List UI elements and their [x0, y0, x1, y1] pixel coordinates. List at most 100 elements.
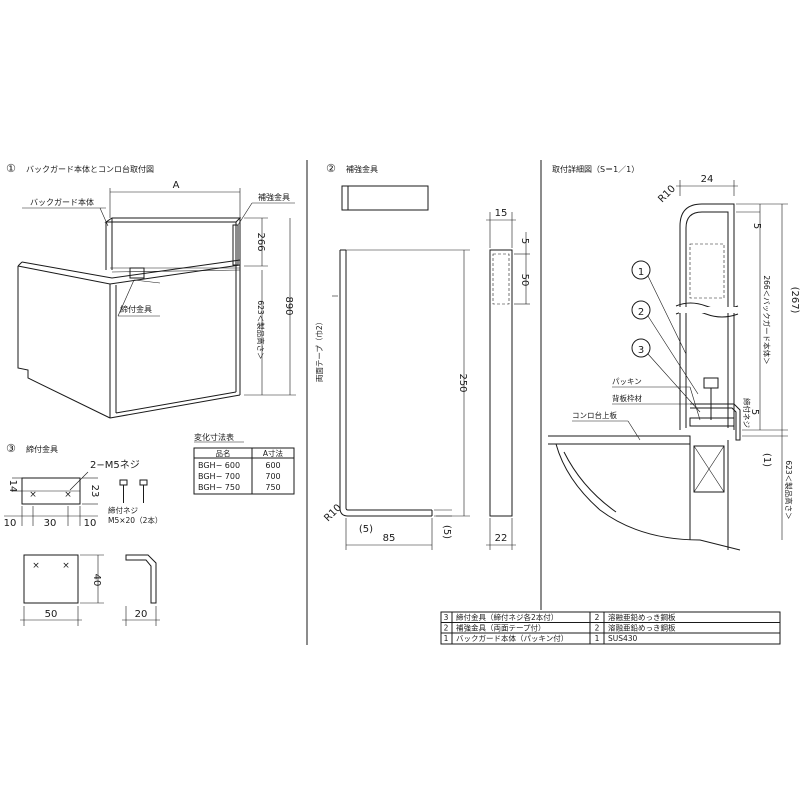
- stove-top-curve: [555, 443, 741, 551]
- dim-623-detail: 623＜製品高さ＞: [784, 460, 794, 519]
- dim-22: 22: [495, 533, 508, 544]
- label-stove-top: コンロ台上板: [572, 410, 617, 420]
- detail-screw-head: [703, 377, 719, 389]
- size-table-title: 変化寸法表: [194, 432, 234, 442]
- section-1-number: ①: [6, 162, 16, 175]
- dim-266: 266: [255, 232, 266, 251]
- front-hole-right: ×: [62, 561, 70, 571]
- backguard-top: [104, 217, 242, 223]
- dim-10-left: 10: [4, 518, 17, 529]
- stove-top-inner: [556, 443, 690, 513]
- cabinet-left-side: [17, 266, 111, 419]
- parts-row-1-name: 締付金具（締付ネジ各2本付）: [456, 612, 558, 622]
- detail-clamp: [690, 403, 741, 441]
- dim-5-detail-mid: 5: [749, 409, 760, 415]
- backguard-panel: [105, 218, 241, 270]
- dim-23: 23: [89, 485, 100, 498]
- size-table-row-3-name: BGH− 750: [198, 483, 240, 492]
- dim-24: 24: [701, 174, 714, 185]
- backguard-profile-outer: [679, 203, 735, 430]
- parts-row-1-qty: 2: [595, 613, 600, 622]
- size-table-row-1-a: 600: [265, 461, 280, 470]
- dim-5-vertical: (5): [441, 525, 452, 539]
- label-double-tape: 両面テープ（巾2）: [314, 318, 324, 382]
- label-m5-screw: 2−M5ネジ: [90, 459, 140, 471]
- dim-50: 50: [519, 274, 530, 287]
- dim-14: 14: [7, 480, 18, 493]
- size-table: 変化寸法表 品名 A寸法 BGH− 600 600 BGH− 700 700 B…: [193, 432, 295, 495]
- reinforce-front-view: [489, 249, 513, 517]
- callout-1-label: 1: [638, 267, 644, 278]
- parts-row-3-material: SUS430: [608, 634, 638, 643]
- cabinet-door-bottom: [115, 391, 237, 414]
- parts-row-2-qty: 2: [595, 624, 600, 633]
- label-backguard-body: バックガード本体: [30, 197, 94, 207]
- dim-30: 30: [44, 518, 57, 529]
- size-table-header-name: 品名: [216, 448, 231, 458]
- dim-r10: R10: [322, 502, 344, 524]
- section-4-title: 取付詳細図（S＝1／1）: [552, 164, 639, 174]
- section-3-number: ③: [6, 442, 16, 455]
- dim-890: 890: [283, 296, 294, 315]
- label-detail-screw: 締付ネジ: [742, 398, 752, 428]
- cabinet-bottom: [109, 394, 241, 419]
- stove-top-board: [548, 435, 691, 445]
- dim-15: 15: [495, 208, 508, 219]
- size-table-row-2-a: 700: [265, 472, 280, 481]
- section-1: ① バックガード本体とコンロ台取付図 A バックガード本体 補強金具: [6, 162, 296, 419]
- backguard-profile-inner: [685, 211, 729, 428]
- label-packing: パッキン: [612, 377, 642, 386]
- parts-row-3-name: バックガード本体（パッキン付）: [456, 633, 568, 643]
- dim-85: 85: [383, 533, 396, 544]
- callout-3-label: 3: [638, 345, 644, 356]
- dim-r10-detail: R10: [656, 183, 678, 205]
- size-table-row-3-a: 750: [265, 483, 280, 492]
- label-reinforce: 補強金具: [258, 192, 290, 202]
- reinforce-l-inner: [345, 250, 432, 511]
- reinforce-l-outer: [339, 250, 432, 517]
- parts-row-3-no: 1: [444, 634, 449, 643]
- screw-hole-right: ×: [64, 490, 72, 500]
- callout-1: [631, 260, 651, 280]
- screw-head-2: [139, 479, 148, 486]
- size-table-header-a: A寸法: [263, 448, 284, 458]
- section-3: ③ 締付金具 × × 2−M5ネジ 締付ネジ M5×20（2本） 14 23 1…: [4, 442, 162, 626]
- parts-row-2-material: 溶融亜鉛めっき鋼板: [608, 623, 676, 633]
- clamp-front-view: [23, 554, 79, 604]
- dim-a-label: A: [173, 180, 180, 191]
- section-1-title: バックガード本体とコンロ台取付図: [26, 164, 154, 174]
- section-2-number: ②: [326, 162, 336, 175]
- front-hole-left: ×: [32, 561, 40, 571]
- parts-row-3-qty: 1: [595, 634, 600, 643]
- dim-267: (267): [789, 287, 800, 314]
- label-screw-spec: M5×20（2本）: [108, 515, 162, 525]
- section-2-title: 補強金具: [346, 164, 378, 174]
- section-2: ② 補強金具 両面テープ（巾2） 250 R10 (5) 85 (5) 15: [314, 162, 530, 550]
- dim-5-horizontal: (5): [359, 524, 373, 535]
- dim-50: 50: [45, 609, 58, 620]
- dim-20: 20: [135, 609, 148, 620]
- parts-row-1-no: 3: [444, 613, 449, 622]
- callout-2-label: 2: [638, 307, 644, 318]
- section-3-title: 締付金具: [26, 444, 58, 454]
- dim-10-right: 10: [84, 518, 97, 529]
- parts-row-2-no: 2: [444, 624, 449, 633]
- callout-3: [631, 338, 651, 358]
- dim-5-detail-top: 5: [751, 223, 762, 229]
- parts-row-1-material: 溶融亜鉛めっき鋼板: [608, 612, 676, 622]
- size-table-row-2-name: BGH− 700: [198, 472, 240, 481]
- label-back-frame: 背板枠材: [612, 393, 642, 403]
- section-4: 取付詳細図（S＝1／1） 24 R10 1 2 3 パッキン 背板枠材: [548, 164, 800, 551]
- parts-table: 3 締付金具（締付ネジ各2本付） 2 溶融亜鉛めっき鋼板 2 補強金具（両面テー…: [440, 611, 781, 645]
- dim-250: 250: [457, 373, 468, 392]
- counter-top-back: [21, 259, 241, 279]
- dim-266-detail: 266＜バックガード本体＞: [762, 275, 772, 364]
- tape-area: [492, 253, 510, 305]
- reinforce-top-view: [341, 185, 429, 211]
- screw-head-1: [119, 479, 128, 486]
- reinforce-bracket-right: [232, 224, 239, 266]
- screw-hole-left: ×: [29, 490, 37, 500]
- dim-1: (1): [761, 453, 772, 467]
- label-clamp: 締付金具: [120, 304, 152, 314]
